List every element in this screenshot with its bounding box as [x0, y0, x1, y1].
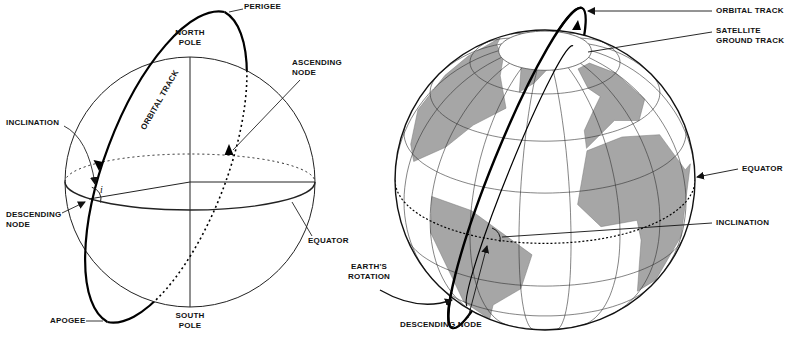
rotation-label: EARTH'S ROTATION: [340, 262, 398, 281]
meridian-line: [519, 44, 545, 329]
label-anchor: EQUATOR: [308, 236, 349, 246]
equator-label: EQUATOR: [742, 164, 783, 174]
continent-shape: [411, 38, 506, 162]
parallel-line: [404, 124, 686, 193]
angle-symbol: i: [100, 184, 103, 196]
meridian-line: [545, 44, 571, 329]
orbit-point-label: APOGEE: [50, 316, 85, 326]
node-label: DESCENDING NODE: [400, 320, 482, 330]
parallel-line: [430, 75, 660, 141]
node-label: DESCENDING NODE: [6, 210, 68, 229]
pole-label: SOUTH POLE: [170, 311, 210, 330]
label-anchor: EQUATOR: [742, 164, 783, 174]
angle-label: INCLINATION: [716, 218, 769, 228]
label-anchor: PERIGEE: [244, 2, 281, 12]
label-anchor: ORBITAL TRACK: [139, 68, 181, 131]
angle-label: INCLINATION: [6, 118, 59, 128]
label-anchor: DESCENDING NODE: [400, 320, 482, 330]
meridian-line: [545, 44, 660, 314]
orbit-label: ORBITAL TRACK: [716, 6, 784, 16]
meridian-line: [470, 44, 545, 325]
label-anchor: INCLINATION: [6, 118, 59, 128]
label-anchor: DESCENDING NODE: [6, 210, 68, 229]
globe-illustration: [380, 8, 738, 330]
label-anchor: INCLINATION: [716, 218, 769, 228]
label-anchor: i: [100, 184, 103, 196]
pole-label: NORTH POLE: [170, 28, 210, 47]
label-anchor: SATELLITE GROUND TRACK: [716, 26, 794, 45]
ground-track-label: SATELLITE GROUND TRACK: [716, 26, 794, 45]
label-anchor: NORTH POLE: [170, 28, 210, 47]
meridian-line: [545, 44, 686, 277]
node-label: ASCENDING NODE: [292, 58, 354, 77]
parallel-line: [440, 287, 650, 316]
orbit-point-label: PERIGEE: [244, 2, 281, 12]
label-anchor: APOGEE: [50, 316, 85, 326]
meridian-line: [545, 44, 620, 325]
sphere-diagram: [62, 9, 315, 323]
label-anchor: ASCENDING NODE: [292, 58, 354, 77]
label-anchor: SOUTH POLE: [170, 311, 210, 330]
orbit-label: ORBITAL TRACK: [139, 68, 181, 131]
equator-label: EQUATOR: [308, 236, 349, 246]
parallel-line: [407, 239, 683, 286]
continent-shape: [431, 197, 533, 320]
continent-shape: [578, 63, 645, 148]
label-anchor: ORBITAL TRACK: [716, 6, 784, 16]
label-anchor: EARTH'S ROTATION: [340, 262, 398, 281]
